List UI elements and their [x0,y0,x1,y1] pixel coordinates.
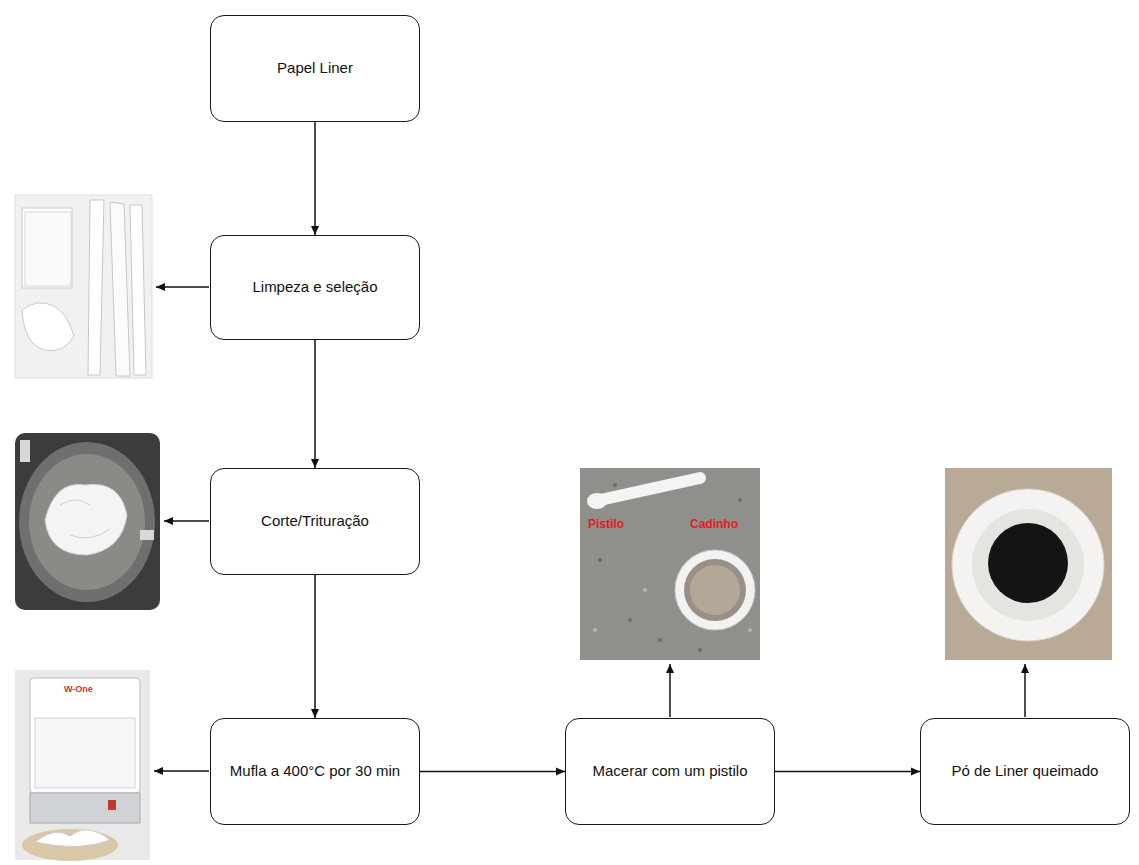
process-box: Papel Liner [210,15,420,122]
box-text: Limpeza e seleção [252,277,377,297]
process-box: Corte/Trituração [210,468,420,575]
mortar-photo [580,468,760,660]
photo-label: Cadinho [690,517,738,531]
powder-photo [945,468,1112,660]
flow-arrow [314,122,316,235]
box-text: Papel Liner [277,58,353,78]
paper-photo [15,195,152,378]
process-box: Macerar com um pistilo [565,718,775,825]
flow-arrow [314,575,316,718]
flow-arrow [420,771,565,773]
process-box: Pó de Liner queimado [920,718,1130,825]
furnace-photo [15,670,150,861]
box-text: Corte/Trituração [261,511,369,531]
process-box: Mufla a 400°C por 30 min [210,718,420,825]
box-text: Mufla a 400°C por 30 min [230,761,400,781]
box-text: Pó de Liner queimado [952,761,1099,781]
shredder-photo [15,433,160,610]
photo-leader-arrows [154,287,1025,771]
photo-label: Pistilo [588,517,624,531]
flow-arrow [775,771,920,773]
flow-arrow [314,340,316,468]
box-text: Macerar com um pistilo [592,761,747,781]
photo-label: W-One [64,684,93,694]
process-box: Limpeza e seleção [210,235,420,340]
